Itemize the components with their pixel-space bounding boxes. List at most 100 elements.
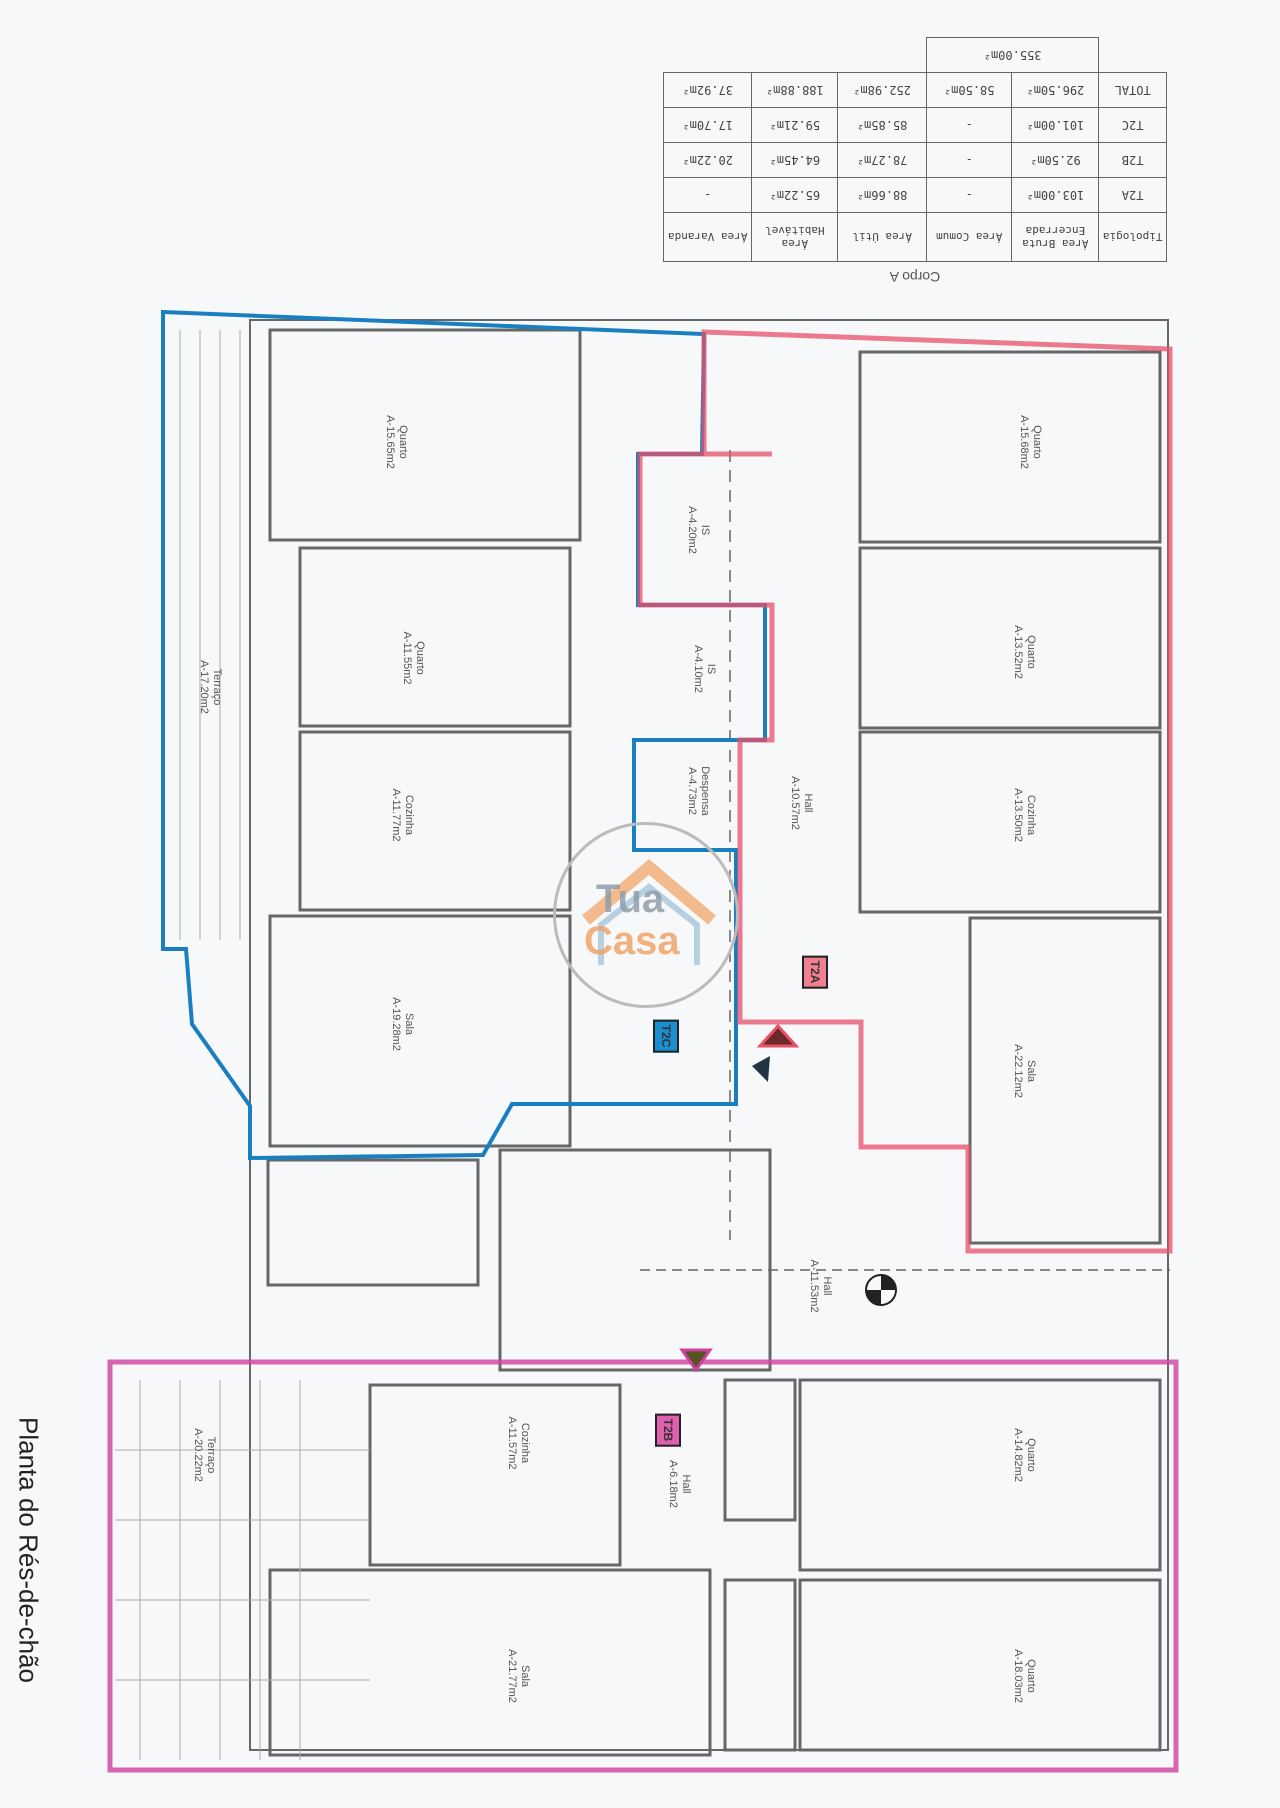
cell: 17.70m²: [663, 107, 752, 143]
room-area: A-11.55m2: [401, 631, 413, 685]
compass-icon: [865, 1274, 897, 1306]
cell: 252.98m²: [837, 72, 927, 108]
room-name: Cozinha: [1025, 794, 1037, 836]
tua-casa-watermark-logo: Tua Casa: [553, 822, 739, 1008]
cell: T2C: [1098, 107, 1167, 143]
plan-title: Planta do Rés-de-chão: [13, 1417, 44, 1683]
room-area: A-14.82m2: [1012, 1428, 1024, 1482]
room-name: Cozinha: [403, 794, 415, 836]
grand-total-cell: 355.00m²: [926, 37, 1099, 73]
table-header-row: Tipologia Área Bruta Encerrada Área Comu…: [663, 212, 1167, 262]
room-name: Despensa: [699, 766, 711, 816]
cell: 92.50m²: [1011, 142, 1099, 178]
walls: [249, 319, 1170, 1757]
room-area: A-11.57m2: [506, 1416, 518, 1470]
blank-cell: [838, 38, 927, 73]
table-row-grand-total: 355.00m²: [664, 37, 1167, 73]
room-area: A-10.57m2: [789, 776, 801, 830]
blank-cell: [1099, 38, 1167, 73]
room-name: Quarto: [414, 641, 426, 675]
cell: 58.50m²: [926, 72, 1012, 108]
logo-text-tua: Tua: [596, 877, 665, 921]
unit-t2b-outline: [107, 1359, 1179, 1773]
blank-cell: [664, 38, 752, 73]
header-cell: Área Comum: [926, 212, 1012, 262]
room-area: A-22.12m2: [1012, 1044, 1024, 1098]
cell: T2B: [1098, 142, 1167, 178]
cell: -: [926, 177, 1012, 213]
header-cell: Área Bruta Encerrada: [1011, 212, 1099, 262]
cell: -: [926, 142, 1012, 178]
room-area: A-13.52m2: [1012, 625, 1024, 679]
unit-badge-t2a: T2A: [802, 955, 828, 989]
header-cell: Área Útil: [837, 212, 927, 262]
header-cell: Área Habitável: [751, 212, 838, 262]
house-roof-icon: [582, 859, 716, 965]
cell: 296.50m²: [1011, 72, 1099, 108]
room-area: A-21.77m2: [506, 1649, 518, 1703]
room-name: Quarto: [1025, 1438, 1037, 1472]
cell: 20.22m²: [663, 142, 752, 178]
room-area: A-11.77m2: [390, 788, 402, 842]
room-area: A-15.65m2: [384, 415, 396, 469]
room-area: A-4.20m2: [686, 506, 698, 554]
cell: 59.21m²: [751, 107, 838, 143]
room-name: Sala: [403, 1012, 415, 1036]
cell: 37.92m²: [663, 72, 752, 108]
entrance-triangle-icon: [752, 1056, 770, 1082]
unit-badge-t2c: T2C: [653, 1019, 679, 1053]
room-name: IS: [699, 524, 711, 536]
room-area: A-11.53m2: [808, 1259, 820, 1313]
room-name: Quarto: [397, 425, 409, 459]
room-name: Terraço: [211, 668, 223, 706]
logo-text-casa: Casa: [584, 919, 680, 963]
cell: 188.88m²: [751, 72, 838, 108]
cell: 103.00m²: [1011, 177, 1099, 213]
unit-t2a-outline: [637, 329, 1173, 1254]
cell: 101.00m²: [1011, 107, 1099, 143]
room-area: A-17.20m2: [198, 660, 210, 714]
room-area: A-6.18m2: [667, 1460, 679, 1508]
cell: T2A: [1098, 177, 1167, 213]
cell: -: [926, 107, 1012, 143]
entrance-triangle-icon: [756, 1023, 800, 1048]
room-name: Hall: [802, 793, 814, 813]
cell: 64.45m²: [751, 142, 838, 178]
room-name: Sala: [519, 1664, 531, 1688]
header-cell: Tipologia: [1098, 212, 1167, 262]
blank-cell: [752, 38, 838, 73]
room-name: Hall: [680, 1474, 692, 1494]
terrace-grid: [115, 330, 370, 1760]
room-name: Hall: [821, 1276, 833, 1296]
cell: 78.27m²: [837, 142, 927, 178]
room-name: Quarto: [1025, 1659, 1037, 1693]
room-area: A-4.73m2: [686, 767, 698, 815]
area-table: Corpo A Tipologia Área Bruta Encerrada Á…: [663, 28, 1167, 292]
room-area: A-20.22m2: [192, 1428, 204, 1482]
